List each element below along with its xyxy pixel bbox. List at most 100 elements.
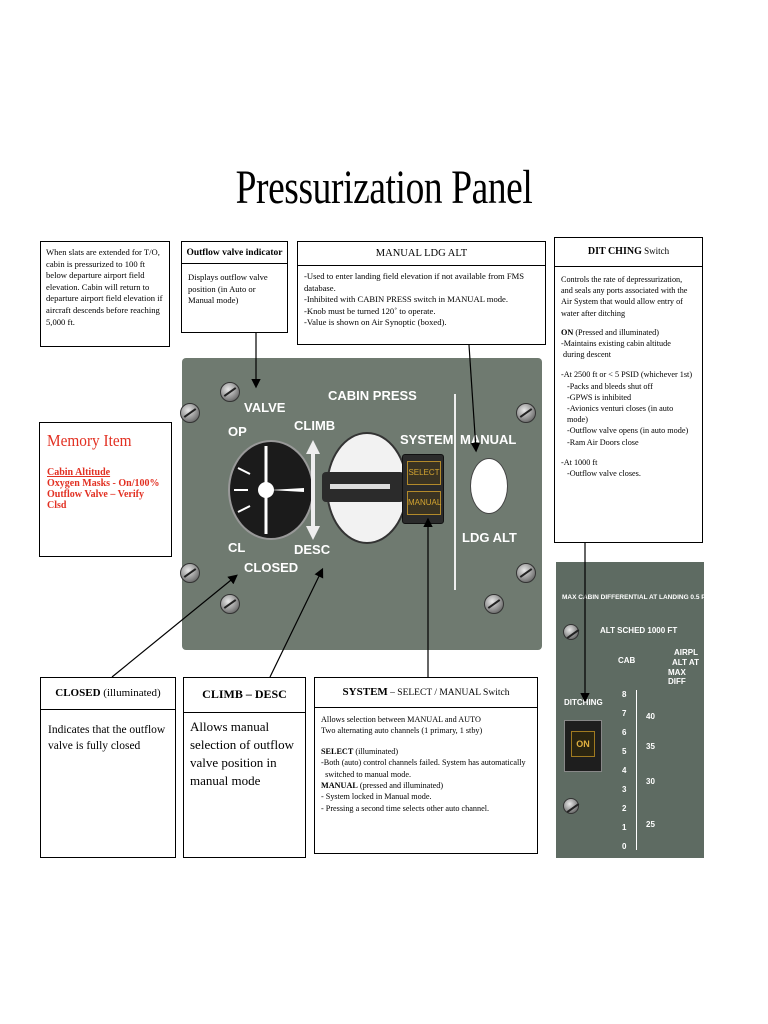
ditching-2500-list: -Packs and bleeds shut off -GPWS is inhi…: [561, 381, 696, 448]
ldg-alt-knob[interactable]: [470, 458, 508, 514]
closed-header: CLOSED (illuminated): [41, 678, 175, 710]
cab-tick: 0: [622, 842, 627, 851]
airpl-label: AIRPL: [674, 648, 698, 657]
ditching-label: DITCHING: [564, 698, 603, 707]
cl-label: CL: [228, 540, 246, 555]
list-item: -Knob must be turned 120˚ to operate.: [304, 305, 436, 316]
closed-header-bold: CLOSED: [55, 687, 101, 699]
cabin-press-label: CABIN PRESS: [328, 388, 417, 403]
ditching-on-rest: (Pressed and illuminated): [573, 327, 660, 337]
system-switch[interactable]: SELECT MANUAL: [402, 454, 444, 524]
ditching-header-bold: DIT CHING: [587, 246, 642, 257]
system-header-bold: SYSTEM: [342, 686, 388, 698]
scale-line: [636, 690, 637, 850]
screw-icon: [563, 798, 579, 814]
list-item: -Inhibited with CABIN PRESS switch in MA…: [304, 294, 509, 305]
alt-sched-label: ALT SCHED 1000 FT: [600, 626, 678, 635]
screw-icon: [516, 403, 536, 423]
select-light: SELECT: [407, 461, 441, 485]
list-item: -Both (auto) control channels failed. Sy…: [321, 758, 526, 768]
ditching-header-rest: Switch: [641, 246, 670, 256]
ldg-alt-label: LDG ALT: [462, 530, 517, 545]
ditching-panel: MAX CABIN DIFFERENTIAL AT LANDING 0.5 PS…: [556, 562, 712, 858]
ditching-box: DIT CHING Switch Controls the rate of de…: [554, 237, 703, 543]
climb-desc-arrow-icon: [306, 440, 320, 540]
cab-tick: 1: [622, 823, 627, 832]
ditching-header: DIT CHING Switch: [555, 238, 702, 267]
list-item: during descent: [561, 350, 612, 360]
system-label: SYSTEM: [400, 432, 454, 447]
list-item: Allows selection between MANUAL and AUTO: [321, 715, 481, 724]
climb-label: CLIMB: [294, 418, 336, 433]
screw-icon: [220, 594, 240, 614]
climb-desc-box: CLIMB – DESC Allows manual selection of …: [183, 677, 306, 858]
outflow-valve-gauge: [228, 440, 314, 540]
screw-icon: [180, 563, 200, 583]
ditching-on-label: ON: [561, 327, 574, 337]
screw-icon: [516, 563, 536, 583]
screw-icon: [180, 403, 200, 423]
manual-ldg-alt-box: MANUAL LDG ALT -Used to enter landing fi…: [297, 241, 546, 345]
list-item: Two alternating auto channels (1 primary…: [321, 726, 483, 736]
select-bold: SELECT: [321, 746, 354, 756]
airpl-tick: 40: [646, 712, 655, 721]
cab-tick: 7: [622, 709, 627, 718]
airpl-tick: 25: [646, 820, 655, 829]
system-body: Allows selection between MANUAL and AUTO…: [315, 708, 537, 820]
memory-line: Outflow Valve – Verify Clsd: [47, 489, 144, 511]
memory-line: Cabin Altitude: [47, 467, 111, 478]
memory-item-title: Memory Item: [47, 431, 132, 450]
list-item: switched to manual mode.: [321, 769, 412, 779]
list-item: -Outflow valve closes.: [567, 469, 641, 479]
ditching-on-light: ON: [571, 731, 595, 757]
ditching-button[interactable]: ON: [564, 720, 602, 772]
list-item: - System locked in Manual mode.: [321, 792, 432, 802]
list-item: -Avionics venturi closes (in auto mode): [567, 404, 674, 425]
gauge-needle-icon: [234, 446, 304, 534]
manual-ldg-alt-header: MANUAL LDG ALT: [298, 242, 545, 266]
cab-tick: 6: [622, 728, 627, 737]
list-item: -Ram Air Doors close: [567, 437, 639, 447]
memory-line: Oxygen Masks - On/100%: [47, 478, 160, 489]
select-heading: SELECT (illuminated): [321, 746, 531, 757]
cab-tick: 4: [622, 766, 627, 775]
manual-rest: (pressed and illuminated): [357, 781, 444, 791]
slats-note-text: When slats are extended for T/O, cabin i…: [46, 247, 163, 327]
page-title: Pressurization Panel: [235, 161, 533, 214]
closed-header-rest: (illuminated): [100, 687, 161, 699]
list-item: -Packs and bleeds shut off: [567, 381, 653, 391]
list-item: -Maintains existing cabin altitude: [561, 339, 671, 349]
ditching-2500: -At 2500 ft or < 5 PSID (whichever 1st): [561, 370, 693, 380]
cab-tick: 3: [622, 785, 627, 794]
cab-tick: 5: [622, 747, 627, 756]
climb-desc-body: Allows manual selection of outflow valve…: [190, 719, 294, 788]
cabin-press-panel: VALVE OP CL CLOSED CABIN PRESS CLIMB DES…: [180, 358, 542, 650]
outflow-indicator-box: Outflow valve indicator Displays outflow…: [181, 241, 288, 333]
manual-light: MANUAL: [407, 491, 441, 515]
outflow-indicator-header: Outflow valve indicator: [182, 242, 287, 264]
cab-tick: 2: [622, 804, 627, 813]
closed-body: Indicates that the outflow valve is full…: [48, 724, 166, 752]
list-item: -Value is shown on Air Synoptic (boxed).: [304, 317, 447, 328]
list-item: -GPWS is inhibited: [567, 392, 632, 402]
ditching-body: Controls the rate of depressurization, a…: [555, 267, 702, 486]
cab-label: CAB: [618, 656, 636, 665]
list-item: -Used to enter landing field elevation i…: [304, 271, 525, 293]
memory-item-box: Memory Item Cabin Altitude Oxygen Masks …: [39, 422, 172, 557]
closed-label: CLOSED: [244, 560, 299, 575]
list-item: - Pressing a second time selects other a…: [321, 803, 490, 813]
system-header-rest: – SELECT / MANUAL Switch: [387, 688, 510, 698]
panel-divider: [454, 394, 456, 590]
manual-label: MANUAL: [460, 432, 517, 447]
valve-label: VALVE: [244, 400, 286, 415]
airpl-tick: 30: [646, 777, 655, 786]
op-label: OP: [228, 424, 247, 439]
ditching-intro: Controls the rate of depressurization, a…: [561, 275, 688, 318]
screw-icon: [563, 624, 579, 640]
system-box: SYSTEM – SELECT / MANUAL Switch Allows s…: [314, 677, 538, 854]
ditching-1000: -At 1000 ft: [561, 457, 598, 467]
climb-desc-knob[interactable]: [322, 432, 408, 544]
select-rest: (illuminated): [353, 746, 399, 756]
screw-icon: [484, 594, 504, 614]
max-diff-label: MAX CABIN DIFFERENTIAL AT LANDING 0.5 PS…: [562, 594, 712, 601]
